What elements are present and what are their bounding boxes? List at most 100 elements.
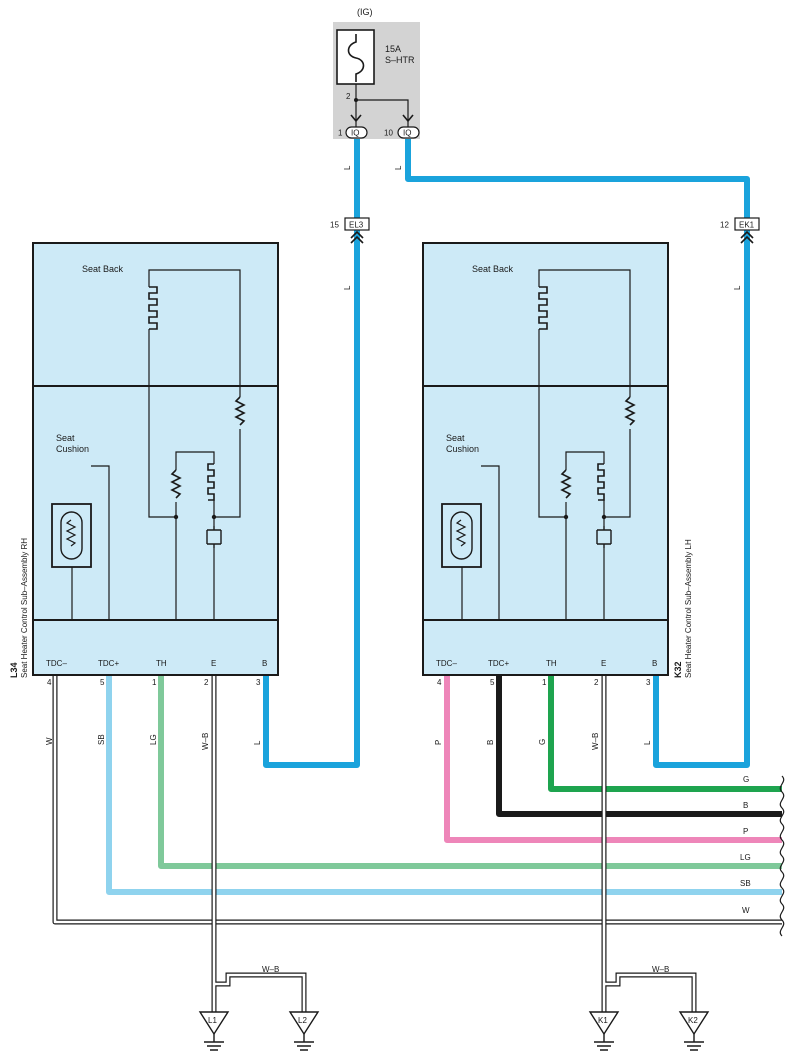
- junction-ek1-name: EK1: [739, 221, 755, 230]
- wire-lg: [158, 676, 782, 869]
- terminal-label: B: [262, 659, 267, 668]
- wire-label-l: L: [343, 165, 352, 170]
- junction-dot: [563, 514, 569, 520]
- seat-heater-unit-lh: Seat Back Seat Cushion TDC– TDC+ TH E: [422, 242, 693, 687]
- ig-connector-left-pin: 1: [338, 129, 343, 138]
- switch-icon: [596, 526, 612, 548]
- fuse-block: (IG) 15A S–HTR 2 IQ 1 IQ 10: [333, 7, 420, 139]
- wire-label: LG: [149, 734, 158, 745]
- seat-back-label: Seat Back: [472, 264, 514, 274]
- wire-label: P: [434, 740, 443, 745]
- seat-cushion-label: Seat: [446, 433, 465, 443]
- wire-label-l: L: [394, 165, 403, 170]
- terminal-pin: 1: [542, 678, 547, 687]
- bus-wire-label: G: [743, 775, 749, 784]
- ig-connector-left: [345, 126, 368, 139]
- fuse-name: S–HTR: [385, 55, 415, 65]
- ground-wires: [211, 676, 697, 1012]
- seat-back-heater-icon: [538, 286, 548, 330]
- junction-el3-pin: 15: [330, 221, 339, 230]
- terminal-pin: 5: [490, 678, 495, 687]
- terminal-label: TDC+: [98, 659, 119, 668]
- ig-connector-left-name: IQ: [351, 129, 359, 138]
- wire-sb: [106, 676, 782, 895]
- terminal-pin: 2: [594, 678, 599, 687]
- junction-ek1: EK1 12: [720, 217, 760, 244]
- ground-icon: [588, 1011, 620, 1036]
- temp-sensor-icon: [450, 511, 473, 560]
- ground-label: L1: [208, 1016, 217, 1025]
- cushion-heater-icon: [597, 463, 605, 501]
- ground-icon: [678, 1011, 710, 1036]
- chevron-down-icon: [350, 114, 362, 123]
- ig-label: (IG): [357, 7, 373, 17]
- seat-cushion-label: Cushion: [56, 444, 89, 454]
- bus-wire-label: LG: [740, 853, 751, 862]
- seat-cushion-label: Cushion: [446, 444, 479, 454]
- terminal-label: E: [211, 659, 216, 668]
- seat-cushion-label: Seat: [56, 433, 75, 443]
- temp-sensor-icon: [60, 511, 83, 560]
- junction-ek1-pin: 12: [720, 221, 729, 230]
- terminal-label: TDC–: [436, 659, 457, 668]
- ground-icon: [198, 1011, 230, 1036]
- wire-label: W–B: [201, 733, 210, 750]
- junction-el3: EL3 15: [330, 217, 370, 244]
- wire-b: [496, 676, 782, 817]
- ig-connector-right-name: IQ: [403, 129, 411, 138]
- terminal-label: TH: [156, 659, 167, 668]
- seat-heater-unit-rh: Seat Back Seat Cushion: [9, 242, 279, 687]
- terminal-pin: 3: [256, 678, 261, 687]
- wire-label: B: [486, 740, 495, 745]
- unit-name: Seat Heater Control Sub–Assembly LH: [684, 539, 693, 678]
- wire-label-l: L: [733, 285, 742, 290]
- resistor-icon: [234, 396, 246, 426]
- wire-l-lh: [405, 139, 750, 768]
- wire-label: W: [45, 737, 54, 745]
- wire-w: [53, 676, 782, 924]
- wire-p: [444, 676, 782, 843]
- bus-wire-label: P: [743, 827, 748, 836]
- cut-marks: [779, 775, 785, 937]
- wire-w-b: [212, 676, 696, 1012]
- junction-dot: [601, 514, 607, 520]
- junction-dot: [211, 514, 217, 520]
- terminal-label: B: [652, 659, 657, 668]
- unit-code: K32: [673, 661, 683, 678]
- fuse-icon: [347, 34, 365, 82]
- ground-label: K2: [688, 1016, 698, 1025]
- chevron-up-icon: [350, 230, 364, 244]
- terminal-pin: 4: [437, 678, 442, 687]
- wire-label: W–B: [591, 733, 600, 750]
- bus-wire-label: SB: [740, 879, 751, 888]
- terminal-pin: 4: [47, 678, 52, 687]
- fuse-rating: 15A: [385, 44, 401, 54]
- wire-label: L: [643, 740, 652, 745]
- ig-connector-right-pin: 10: [384, 129, 393, 138]
- ground-symbols: [198, 1011, 710, 1051]
- thermistor-icon: [170, 469, 182, 499]
- seat-back-heater-icon: [148, 286, 158, 330]
- chevron-up-icon: [740, 230, 754, 244]
- bus-wire-label: B: [743, 801, 748, 810]
- ground-icon: [288, 1011, 320, 1036]
- ground-label: K1: [598, 1016, 608, 1025]
- ground-link-label: W–B: [262, 965, 279, 974]
- wire-label-l: L: [343, 285, 352, 290]
- ground-label: L2: [298, 1016, 307, 1025]
- thermistor-icon: [560, 469, 572, 499]
- terminal-pin: 2: [204, 678, 209, 687]
- wire-label: SB: [97, 734, 106, 745]
- wire-g: [548, 676, 782, 792]
- chevron-down-icon: [402, 114, 414, 123]
- seat-back-label: Seat Back: [82, 264, 124, 274]
- terminal-label: E: [601, 659, 606, 668]
- wire-l-rh: [263, 139, 360, 768]
- terminal-pin: 5: [100, 678, 105, 687]
- terminal-label: TDC–: [46, 659, 67, 668]
- terminal-pin: 3: [646, 678, 651, 687]
- terminal-label: TH: [546, 659, 557, 668]
- bus-wire-label: W: [742, 906, 750, 915]
- wire-label: G: [538, 739, 547, 745]
